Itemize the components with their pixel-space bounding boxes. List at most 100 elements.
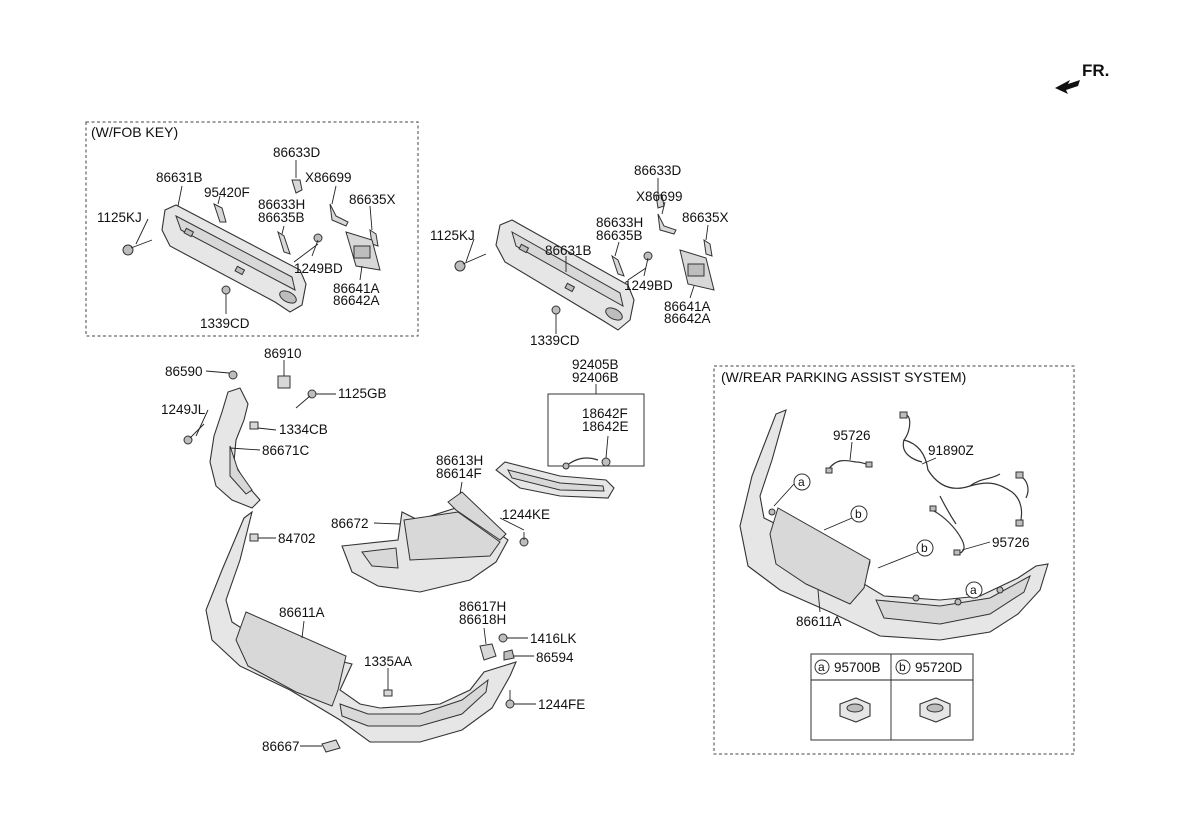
- label-86633d-std: 86633D: [634, 163, 682, 178]
- harness-branch: [1019, 475, 1029, 499]
- bolt-1249bd-fob: [311, 233, 323, 257]
- label-95726-right: 95726: [992, 535, 1030, 550]
- label-86642a: 86642A: [333, 293, 380, 308]
- callout-a-letter: a: [798, 475, 805, 489]
- label-1125kj: 1125KJ: [97, 210, 142, 225]
- beam-slot: [234, 265, 246, 276]
- label-86671c: 86671C: [262, 443, 310, 458]
- sensor-95720d-icon: [919, 697, 951, 723]
- bolt-1249bd-standard: [643, 251, 653, 277]
- beam-slot: [518, 243, 530, 254]
- label-1249jl: 1249JL: [161, 402, 206, 417]
- sensor-hole: [912, 594, 920, 602]
- front-arrow-icon: [1055, 80, 1080, 94]
- reflector-86613h: [495, 461, 615, 499]
- label-86614f: 86614F: [436, 466, 482, 481]
- garnish-panel: [361, 547, 399, 569]
- beam-slot: [183, 227, 195, 238]
- callout-b-circle: [916, 539, 934, 557]
- label-18642f: 18642F: [582, 406, 628, 421]
- fob-key-title: (W/FOB KEY): [91, 124, 178, 140]
- label-86613h: 86613H: [436, 453, 483, 468]
- legend-a-circle: [814, 659, 830, 675]
- bracket-86617h: [479, 643, 497, 661]
- bracket-x86699-standard: [657, 213, 677, 235]
- screw-1416lk: [498, 633, 508, 643]
- bolt-1125kj-standard: [454, 253, 487, 272]
- sensor-95700b-icon: [839, 697, 871, 723]
- harness-branch: [969, 473, 1001, 487]
- connector: [865, 461, 873, 468]
- screw-86590: [228, 370, 238, 380]
- clip-86910: [277, 375, 291, 389]
- label-86594: 86594: [536, 650, 574, 665]
- legend-a-letter: a: [818, 660, 825, 674]
- label-86635x-std: 86635X: [682, 210, 729, 225]
- sensor-legend-table: a 95700B b 95720D: [810, 653, 974, 741]
- label-91890z: 91890Z: [928, 443, 974, 458]
- label-1249bd: 1249BD: [294, 261, 343, 276]
- callout-b-letter: b: [921, 541, 928, 555]
- sensor-hole: [954, 598, 962, 606]
- clip-1334cb: [249, 421, 259, 430]
- label-86631b-std: 86631B: [545, 243, 592, 258]
- label-86641a-std: 86641A: [664, 299, 711, 314]
- bolt-1244ke: [519, 532, 529, 547]
- label-86672: 86672: [331, 516, 369, 531]
- harness-95726-right: [931, 509, 965, 555]
- cap-86667: [321, 739, 341, 753]
- label-95726-top: 95726: [833, 428, 871, 443]
- sensor-hole: [996, 586, 1004, 594]
- bolt-1125kj-fob: [122, 239, 153, 256]
- bracket-86633d-fob: [291, 179, 303, 194]
- bracket-x86699-fob: [329, 203, 349, 227]
- beam-hole: [605, 307, 623, 321]
- label-1244fe: 1244FE: [538, 697, 585, 712]
- bracket-86633h-standard: [611, 254, 625, 277]
- harness-91890z: [901, 414, 1023, 525]
- callout-a-circle: [793, 473, 811, 491]
- reflector-lens: [507, 469, 605, 492]
- connector: [929, 505, 937, 512]
- label-86590: 86590: [165, 364, 203, 379]
- bumper-cover-section: 84702 86611A 86617H 86618H 1416LK 86594 …: [205, 510, 585, 754]
- legend-b-letter: b: [899, 660, 906, 674]
- bracket-95420f-fob: [213, 203, 227, 223]
- lamp-wire: [565, 457, 599, 467]
- fob-key-box: [85, 121, 419, 337]
- label-86611a-parking: 86611A: [796, 614, 842, 629]
- label-1335aa: 1335AA: [364, 654, 412, 669]
- beam-hole: [279, 290, 297, 304]
- license-plate-recess: [235, 611, 347, 707]
- label-86633d: 86633D: [273, 145, 321, 160]
- connector: [1015, 471, 1024, 479]
- clip-1335aa: [383, 689, 393, 697]
- harness-branch: [939, 495, 957, 525]
- connector: [825, 467, 833, 474]
- label-1416lk: 1416LK: [530, 631, 577, 646]
- callout-b-letter: b: [855, 507, 862, 521]
- label-86642a-std: 86642A: [664, 311, 711, 326]
- beam-slot: [564, 282, 576, 293]
- clip-86594: [503, 649, 515, 661]
- connector: [953, 549, 961, 556]
- callout-a-circle: [965, 581, 983, 599]
- side-bracket-section: 86910 86590 1125GB 1249JL 1334CB 86671C: [161, 346, 387, 509]
- label-18642e: 18642E: [582, 419, 629, 434]
- label-86635x: 86635X: [349, 192, 396, 207]
- lamp-socket: [562, 462, 570, 470]
- lower-garnish-section: 86613H 86614F 1244KE 86672: [331, 453, 550, 593]
- legend-frame: [810, 653, 974, 741]
- bolt-1249jl: [183, 423, 205, 445]
- parking-assist-section: (W/REAR PARKING ASSIST SYSTEM) a b: [713, 365, 1075, 755]
- sensor-hole: [768, 508, 776, 516]
- bumper-lower-lip: [339, 678, 489, 727]
- label-86617h: 86617H: [459, 599, 506, 614]
- label-86635b: 86635B: [258, 210, 305, 225]
- bracket-window: [353, 245, 371, 259]
- bracket-window: [687, 263, 705, 277]
- bolt-1244fe: [505, 690, 515, 709]
- label-1339cd: 1339CD: [200, 316, 250, 331]
- label-1334cb: 1334CB: [279, 422, 328, 437]
- connector: [1015, 519, 1024, 527]
